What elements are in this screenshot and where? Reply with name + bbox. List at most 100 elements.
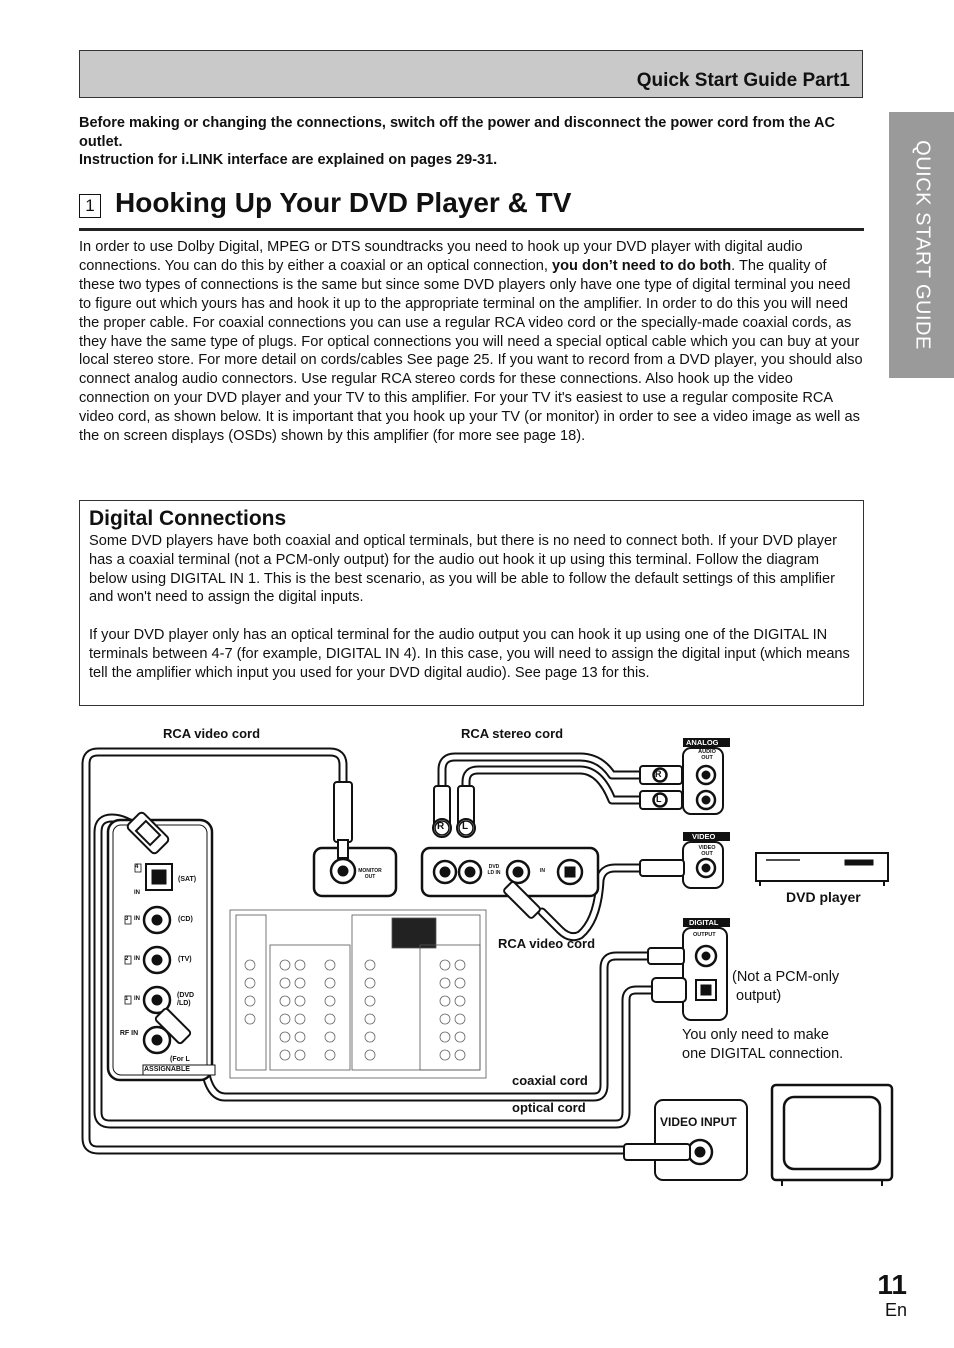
monitor-out-panel (312, 781, 398, 898)
amp-jacks (244, 959, 466, 1061)
label-dvd-ld: (DVD /LD) (177, 992, 195, 1007)
amp-jack (439, 1013, 451, 1025)
amp-jack (279, 995, 291, 1007)
label-not-pcm: (Not a PCM-only output) (732, 969, 840, 1004)
amp-jack (279, 959, 291, 971)
label-audio-out: AUDIO OUT (698, 749, 716, 761)
intro-paragraph: In order to use Dolby Digital, MPEG or D… (79, 238, 864, 446)
label-tv: (TV) (178, 956, 192, 963)
amp-jack (439, 977, 451, 989)
label-r-amp: R (437, 821, 445, 832)
intro-part-1: In order to use Dolby Digital, MPEG or D… (79, 239, 803, 274)
section-header-bar: Quick Start Guide Part1 (79, 50, 863, 98)
label-rf-in: RF IN (119, 1030, 139, 1037)
amp-jack (324, 959, 336, 971)
label-monitor-out: MONITOR OUT (358, 868, 382, 880)
amp-jack (324, 977, 336, 989)
label-din-1: 1 (125, 996, 129, 1002)
amp-jack (294, 1031, 306, 1043)
amp-jack (294, 977, 306, 989)
warning-line-2: Instruction for i.LINK interface are exp… (79, 152, 498, 168)
page-footer: 11 En (877, 1269, 907, 1321)
intro-bold: you don’t need to do both (552, 257, 732, 274)
amp-jack (279, 1049, 291, 1061)
amp-jack (244, 959, 256, 971)
page-number: 11 (877, 1269, 907, 1300)
amp-jack (439, 1031, 451, 1043)
side-tab-label: QUICK START GUIDE (911, 140, 933, 350)
amp-jack (279, 1013, 291, 1025)
amp-jack (364, 959, 376, 971)
rl-markers (434, 768, 667, 836)
amp-jack (279, 977, 291, 989)
digital-connections-title: Digital Connections (89, 507, 287, 530)
label-in-2: IN (134, 956, 140, 962)
amp-jack (324, 1049, 336, 1061)
amp-jack (364, 995, 376, 1007)
amp-jack (324, 1013, 336, 1025)
side-tab: QUICK START GUIDE (889, 112, 954, 378)
amp-jack (454, 1013, 466, 1025)
label-cd: (CD) (178, 916, 193, 923)
label-l-dvd: L (656, 794, 662, 804)
digital-connections-text: Some DVD players have both coaxial and o… (89, 532, 851, 701)
optical-plug-amp (126, 811, 170, 855)
amp-jack (324, 995, 336, 1007)
digital-paragraph-2: If your DVD player only has an optical t… (89, 626, 850, 681)
section-title-text: Hooking Up Your DVD Player & TV (115, 187, 572, 218)
warning-line-1: Before making or changing the connection… (79, 115, 835, 150)
amp-jack (294, 1013, 306, 1025)
label-in-4: IN (134, 890, 140, 896)
digital-connections-box: Digital Connections Some DVD players hav… (79, 500, 864, 706)
dvd-video-panel (639, 832, 730, 889)
dvd-player-body (755, 852, 889, 886)
amp-jack (364, 1013, 376, 1025)
label-dvd-ld-in: DVD LD IN (487, 864, 501, 876)
label-din-2: 2 (125, 956, 129, 962)
amp-jack (294, 959, 306, 971)
intro-part-2: . The quality of these two types of conn… (79, 257, 863, 445)
amp-jack (439, 995, 451, 1007)
amp-digital-in-panel (106, 818, 216, 1082)
label-dvd-player: DVD player (786, 889, 861, 905)
tv-video-cable (81, 747, 695, 1155)
amp-jack (454, 1031, 466, 1043)
page-language: En (884, 1300, 907, 1320)
amp-jack (439, 1049, 451, 1061)
section-title: 1 Hooking Up Your DVD Player & TV (79, 187, 864, 231)
dvd-ld-in-panel (420, 785, 600, 919)
label-din-3: 3 (125, 916, 129, 922)
label-for-ld: (For L (170, 1056, 190, 1063)
tv-set (623, 1083, 894, 1186)
amp-jack (454, 959, 466, 971)
coax-plug-amp (154, 1007, 192, 1045)
label-one-digital: You only need to make one DIGITAL connec… (682, 1027, 844, 1062)
stereo-cable-l (461, 765, 645, 805)
dvd-video-cable (537, 863, 645, 942)
amp-jack (439, 959, 451, 971)
amp-jack (454, 1049, 466, 1061)
amp-jack (454, 977, 466, 989)
dvd-digital-panel (647, 918, 730, 1021)
label-rca-video-cord-top: RCA video cord (163, 726, 261, 741)
label-assignable: ASSIGNABLE (144, 1066, 190, 1073)
label-sat: (SAT) (178, 876, 197, 883)
label-digital: DIGITAL (689, 918, 719, 927)
section-header-title: Quick Start Guide Part1 (636, 70, 850, 91)
amp-jack (364, 1049, 376, 1061)
amp-jack (324, 1031, 336, 1043)
label-video: VIDEO (692, 832, 716, 841)
amp-jack (244, 1013, 256, 1025)
warning-block: Before making or changing the connection… (79, 114, 864, 170)
amp-jack (244, 995, 256, 1007)
label-rca-video-cord-mid: RCA video cord (498, 936, 596, 951)
label-video-out: VIDEO OUT (698, 845, 716, 857)
label-rca-stereo-cord: RCA stereo cord (461, 726, 564, 741)
label-optical-cord: optical cord (512, 1100, 586, 1115)
label-din-4: 4 (135, 864, 139, 870)
amp-jack (294, 995, 306, 1007)
amp-jack (294, 1049, 306, 1061)
digital-paragraph-1: Some DVD players have both coaxial and o… (89, 533, 837, 606)
amp-jack (454, 995, 466, 1007)
amp-rear-panel (229, 909, 487, 1079)
